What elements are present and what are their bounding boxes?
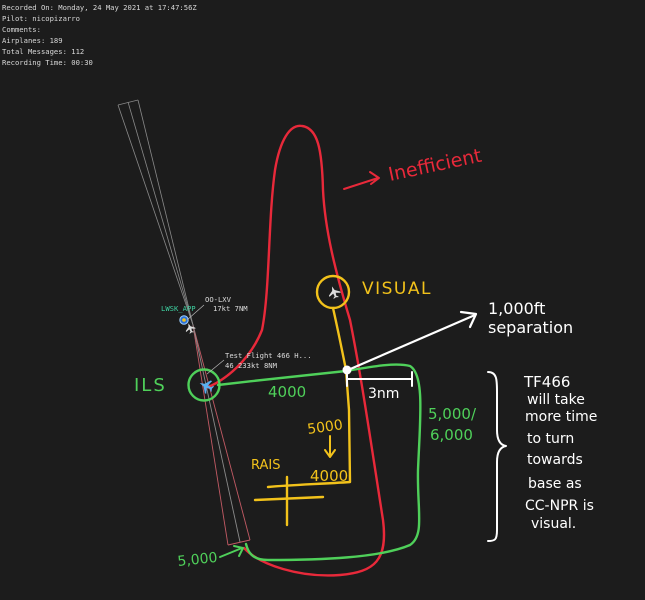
green-5000-arrow	[219, 545, 244, 558]
note-line: to turn	[527, 431, 574, 447]
ils-approach-cone-north	[117, 99, 194, 326]
airport-marker[interactable]	[179, 315, 189, 325]
yellow-cross-horizontal	[253, 495, 325, 502]
ils-label: ILS	[134, 375, 167, 396]
airplanes-count-text: Airplanes: 189	[2, 36, 63, 45]
note-line: CC-NPR is	[525, 498, 594, 514]
distance-bracket	[346, 371, 413, 387]
station-label: LWSK_APP	[161, 304, 196, 313]
visual-aircraft-circle	[315, 274, 351, 310]
note-line: more time	[525, 409, 597, 425]
rais-label: RAIS	[251, 458, 281, 473]
explanatory-note: TF466 will take more time to turn toward…	[523, 373, 597, 532]
note-line: towards	[527, 452, 583, 468]
ils-aircraft-circle	[187, 368, 221, 402]
altitude-5000-green-bottom: 5,000	[177, 550, 219, 570]
ils-approach-cone-south	[192, 324, 251, 546]
altitude-5000-yellow: 5000	[306, 417, 344, 438]
airplane-icon[interactable]	[197, 377, 216, 396]
aircraft-label-test-flight-466[interactable]: Test Flight 466 H... 46 233kt 8NM	[206, 351, 312, 375]
inefficient-path-red	[204, 124, 386, 577]
altitude-4000-green: 4000	[268, 383, 306, 401]
visual-label: VISUAL	[362, 279, 432, 299]
airplane-icon[interactable]	[184, 322, 197, 335]
callsign-oo-lxv: OO-LXV	[205, 295, 232, 304]
inefficient-label: Inefficient	[386, 145, 483, 186]
recorded-on-text: Recorded On: Monday, 24 May 2021 at 17:4…	[2, 3, 197, 12]
green-pattern-path	[216, 363, 422, 562]
altitude-5000-6000-line1: 5,000/	[428, 405, 477, 423]
aircraft-label-oo-lxv[interactable]: OO-LXV LWSK_APP 17kt 7NM	[161, 295, 248, 321]
separation-point	[342, 365, 352, 375]
note-line: visual.	[531, 516, 576, 532]
aircraft-detail-oo-lxv: 17kt 7NM	[213, 304, 248, 313]
separation-arrow-head	[459, 310, 478, 329]
note-line: base as	[528, 476, 582, 492]
airplane-icon[interactable]	[326, 284, 342, 300]
total-messages-text: Total Messages: 112	[2, 47, 85, 56]
separation-label-line1: 1,000ft	[488, 299, 545, 318]
distance-3nm-label: 3nm	[368, 386, 399, 402]
aircraft-detail-test-flight-466: 46 233kt 8NM	[225, 361, 278, 370]
visual-path-yellow	[266, 306, 352, 489]
comments-text: Comments:	[2, 25, 41, 34]
inefficient-arrow	[343, 171, 380, 190]
recording-time-text: Recording Time: 00:30	[2, 58, 93, 67]
recording-info-panel: Recorded On: Monday, 24 May 2021 at 17:4…	[2, 2, 197, 68]
note-line: will take	[527, 392, 585, 408]
altitude-5000-6000-line2: 6,000	[430, 426, 473, 444]
yellow-down-arrow	[324, 435, 336, 458]
pilot-text: Pilot: nicopizarro	[2, 14, 80, 23]
separation-arrow-line	[346, 313, 477, 372]
separation-label-line2: separation	[488, 318, 573, 337]
note-line: TF466	[523, 373, 570, 391]
callsign-test-flight-466: Test Flight 466 H...	[225, 351, 312, 360]
altitude-4000-yellow: 4000	[310, 467, 348, 485]
note-brace	[487, 371, 507, 542]
